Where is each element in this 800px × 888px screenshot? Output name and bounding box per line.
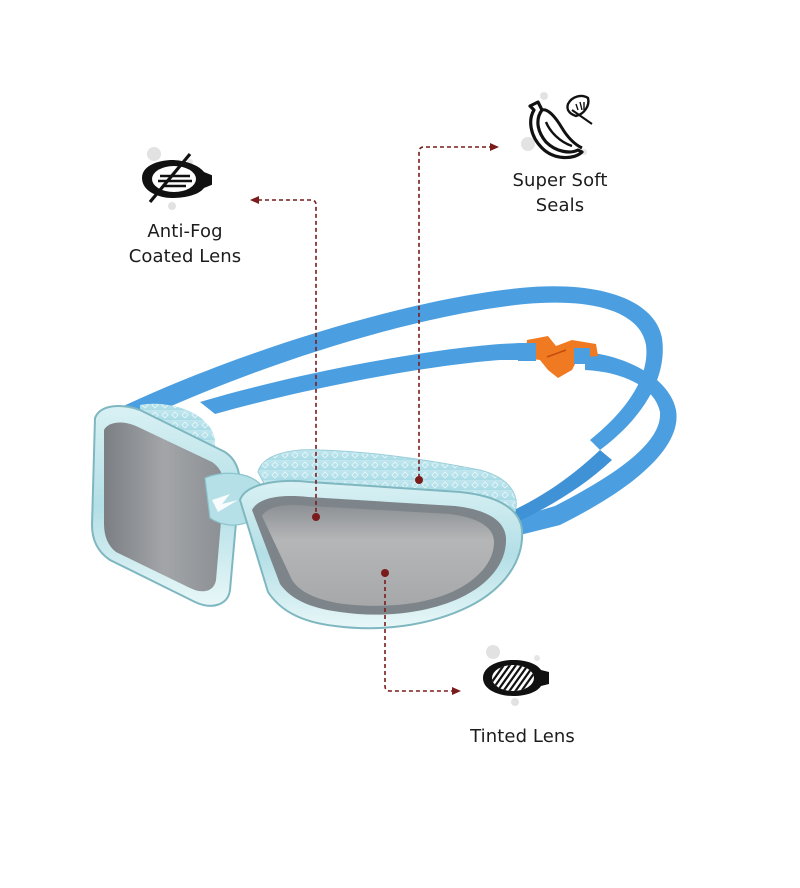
tinted-lens-icon bbox=[483, 645, 549, 706]
connector-antifog bbox=[258, 199, 317, 517]
feature-label-line1: Tinted Lens bbox=[470, 726, 575, 747]
left-lens bbox=[90, 405, 241, 607]
strap-lower-right bbox=[515, 352, 677, 535]
anti-fog-lens-icon bbox=[142, 147, 212, 210]
feature-label-line2: Coated Lens bbox=[128, 246, 242, 267]
feature-label-line2: Seals bbox=[535, 195, 585, 216]
dot-antifog bbox=[312, 513, 320, 521]
arrowhead-antifog bbox=[250, 196, 259, 204]
feature-label-line1: Anti-Fog bbox=[147, 221, 223, 242]
arrowhead-tinted bbox=[452, 687, 461, 695]
brand-logo-icon bbox=[212, 494, 238, 512]
soft-seal-icon bbox=[521, 92, 593, 160]
dot-seals bbox=[415, 476, 423, 484]
connector-tinted bbox=[384, 573, 455, 692]
arrowhead-seals bbox=[490, 143, 499, 151]
feature-super-soft-seals: Super Soft Seals bbox=[490, 88, 630, 218]
strap-middle bbox=[200, 343, 520, 414]
strap-upper-back bbox=[115, 286, 663, 450]
callout-connectors bbox=[258, 146, 493, 692]
connector-seals bbox=[418, 146, 493, 480]
connector-markers bbox=[250, 143, 499, 695]
feature-anti-fog: Anti-Fog Coated Lens bbox=[100, 140, 270, 269]
right-lens bbox=[238, 479, 524, 630]
feature-tinted-lens: Tinted Lens bbox=[445, 640, 600, 749]
dot-tinted bbox=[381, 569, 389, 577]
feature-label-line1: Super Soft bbox=[512, 170, 608, 191]
strap-buckle bbox=[518, 336, 598, 378]
